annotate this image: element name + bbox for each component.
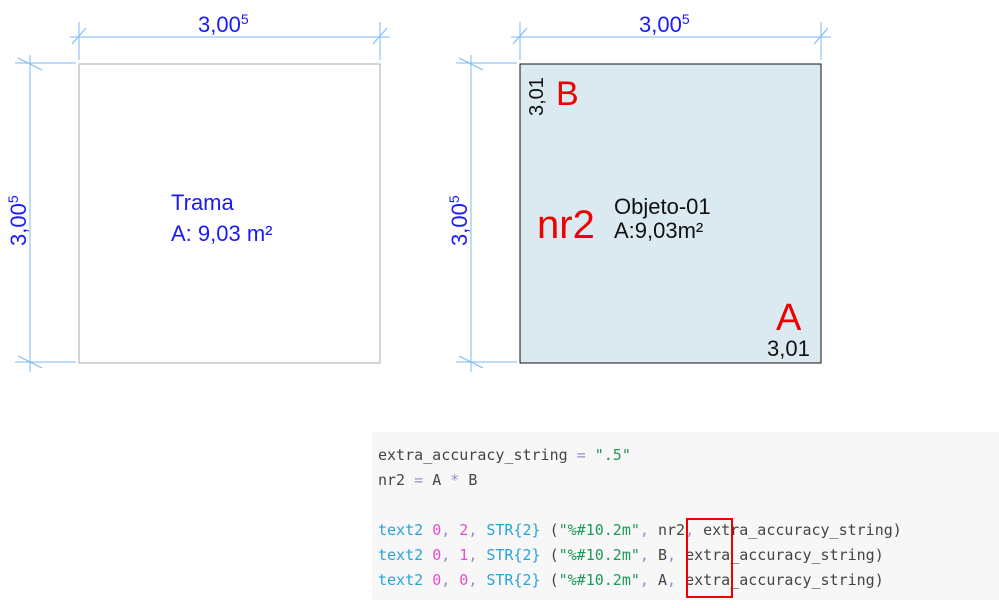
marker-a: A [776, 297, 802, 339]
code-line-text2: text2 0, 2, STR{2} ("%#10.2m", nr2, extr… [378, 521, 902, 539]
marker-nr2: nr2 [537, 203, 595, 247]
right-dim-left: 3,005 [446, 195, 472, 246]
left-dim-left: 3,005 [5, 195, 31, 246]
left-area: A: 9,03 m² [171, 221, 272, 246]
left-label: Trama [171, 190, 235, 215]
code-line-text2: text2 0, 1, STR{2} ("%#10.2m", B, extra_… [378, 546, 884, 564]
object-area: A:9,03m² [614, 218, 703, 243]
code-line-1: extra_accuracy_string = ".5" [378, 446, 631, 464]
highlight-box [686, 518, 733, 598]
code-line-text2: text2 0, 0, STR{2} ("%#10.2m", A, extra_… [378, 571, 884, 589]
left-drawing [15, 22, 390, 372]
code-panel: extra_accuracy_string = ".5" nr2 = A * B… [372, 432, 999, 600]
right-drawing [456, 22, 831, 372]
code-line-2: nr2 = A * B [378, 471, 478, 489]
left-dim-top: 3,005 [198, 11, 249, 37]
right-dim-top: 3,005 [639, 11, 690, 37]
value-a: 3,01 [767, 336, 810, 361]
drawings: 3,005 3,005 Trama A: 9,03 m² 3,005 3,005… [5, 11, 831, 372]
marker-b: B [556, 75, 579, 113]
value-b: 3,01 [526, 77, 548, 116]
object-name: Objeto-01 [614, 194, 711, 219]
